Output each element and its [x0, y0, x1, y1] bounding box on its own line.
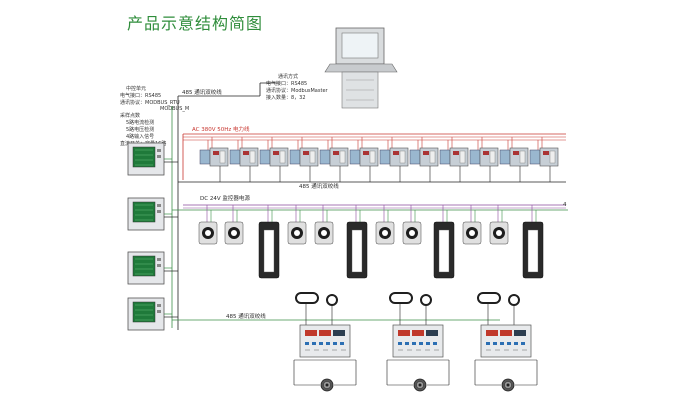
monitor-spec-text: 中控单元 电气接口：RS485 通讯协议：MODBUS_RTU MODBUS_M…: [120, 85, 189, 147]
dc-power-line: [183, 204, 566, 209]
ac-line-label: AC 380V 50Hz 电力线: [192, 125, 250, 133]
diagram-title: 产品示意结构简图: [127, 14, 264, 33]
monitor-device: [127, 197, 178, 231]
pc-spec-line: 电气接口：RS485: [266, 80, 307, 87]
current-transformer: [522, 205, 544, 279]
right-marker: 4: [563, 202, 567, 208]
breaker-unit: [319, 137, 349, 182]
monitor-column: [127, 142, 178, 331]
speaker-icon: [501, 378, 515, 392]
breaker-row: [199, 137, 559, 182]
current-transformer: [258, 205, 280, 279]
breaker-unit: [229, 137, 259, 182]
current-transformer: [224, 205, 244, 245]
current-transformer: [462, 205, 482, 245]
monitor-spec-line: 5路电压检测: [126, 126, 154, 133]
breaker-unit: [439, 137, 469, 182]
breaker-unit: [349, 137, 379, 182]
monitor-spec-line: 4路输入信号: [126, 133, 154, 140]
monitor-device: [127, 142, 178, 176]
current-transformer: [287, 205, 307, 245]
monitor-spec-line: 电气接口：RS485: [120, 92, 161, 99]
current-transformer: [489, 205, 509, 245]
monitor-spec-line: 采样点数: [120, 112, 140, 119]
breaker-unit: [409, 137, 439, 182]
monitor-spec-line: MODBUS_M: [160, 106, 189, 112]
breaker-unit: [529, 137, 559, 182]
current-transformer: [402, 205, 422, 245]
pc-workstation: [324, 27, 398, 109]
speaker-icon: [320, 378, 334, 392]
dc-line-label: DC 24V 监控器电源: [200, 194, 250, 202]
breaker-unit: [469, 137, 499, 182]
alarm-controller: [293, 292, 357, 392]
speaker-icon: [413, 378, 427, 392]
breaker-unit: [289, 137, 319, 182]
pc-spec-line: 通讯协议：ModbusMaster: [266, 87, 329, 94]
breaker-unit: [499, 137, 529, 182]
ac-power-line: [182, 133, 566, 180]
alarm-controller: [386, 292, 450, 392]
current-transformer: [314, 205, 334, 245]
monitor-device: [127, 251, 178, 285]
bus-top-label: 485 通讯双绞线: [182, 88, 222, 96]
monitor-spec-line: 通讯协议：MODBUS_RTU: [120, 99, 180, 106]
pc-spec-line: 通讯方式: [278, 73, 298, 80]
controller-row: [293, 292, 538, 392]
pc-spec-text: 通讯方式 电气接口：RS485 通讯协议：ModbusMaster 接入数量：8…: [266, 73, 329, 101]
monitor-spec-line: 中控单元: [126, 85, 146, 92]
monitor-device: [127, 297, 178, 331]
monitor-spec-line: 5路电流检测: [126, 119, 154, 126]
current-transformer: [375, 205, 395, 245]
current-transformer: [346, 205, 368, 279]
current-transformer: [433, 205, 455, 279]
sensor-row: [198, 205, 544, 279]
breaker-unit: [379, 137, 409, 182]
current-transformer: [198, 205, 218, 245]
breaker-unit: [259, 137, 289, 182]
alarm-controller: [474, 292, 538, 392]
pc-spec-line: 接入数量：8，32: [266, 94, 306, 101]
breaker-unit: [199, 137, 229, 182]
bus-bottom-label: 485 通讯双绞线: [226, 312, 266, 320]
bus-mid-label: 485 通讯双绞线: [299, 182, 339, 190]
